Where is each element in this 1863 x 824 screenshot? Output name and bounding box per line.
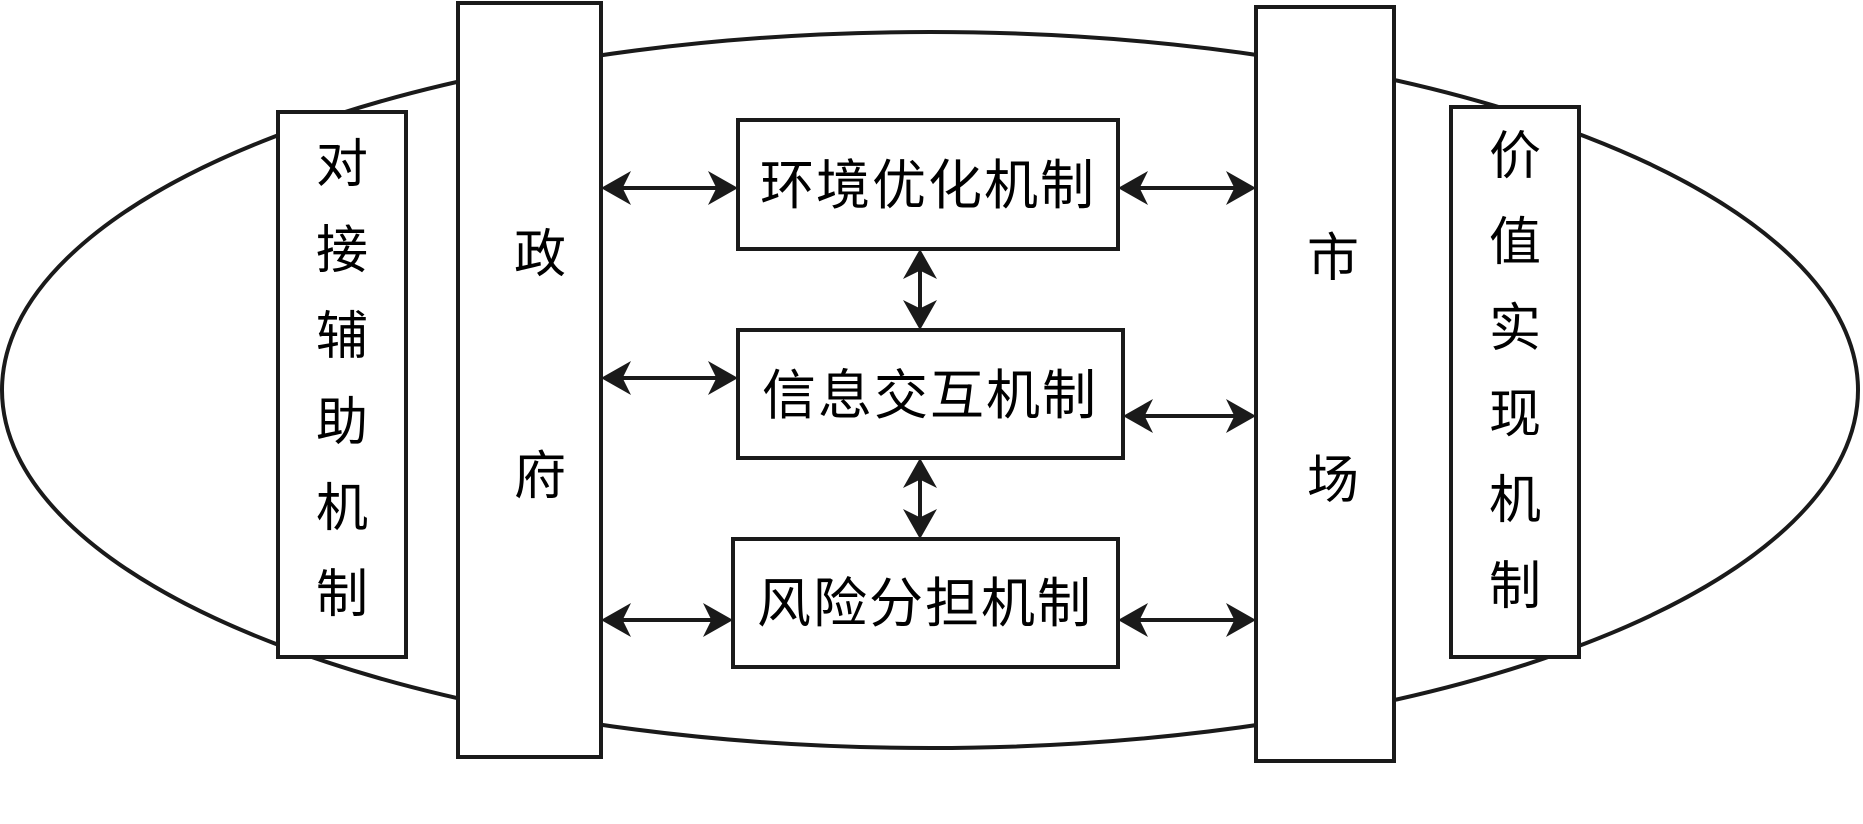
arrowhead-start bbox=[1118, 171, 1148, 205]
information-interaction-box bbox=[736, 328, 1125, 460]
market-label: 市场 bbox=[1307, 229, 1359, 511]
double-arrow-government-information bbox=[601, 361, 738, 395]
double-arrow-information-risk bbox=[903, 458, 937, 539]
arrowhead-start bbox=[601, 361, 631, 395]
arrowhead-start bbox=[1123, 399, 1153, 433]
arrowhead-end bbox=[1226, 171, 1256, 205]
environment-optimization-label: 环境优化机制 bbox=[760, 154, 1096, 217]
arrowhead-start bbox=[1118, 603, 1148, 637]
value-realization-mechanism-box bbox=[1449, 105, 1581, 659]
risk-sharing-box bbox=[731, 537, 1120, 669]
double-arrow-government-environment bbox=[601, 171, 738, 205]
double-arrow-information-market bbox=[1123, 399, 1256, 433]
arrowhead-end bbox=[1226, 603, 1256, 637]
arrowhead-end bbox=[903, 509, 937, 539]
arrowhead-start bbox=[601, 171, 631, 205]
arrowhead-end bbox=[703, 603, 733, 637]
arrowhead-start bbox=[903, 249, 937, 279]
government-pillar bbox=[456, 1, 603, 759]
double-arrow-risk-market bbox=[1118, 603, 1256, 637]
system-boundary-ellipse bbox=[0, 30, 1860, 750]
docking-assist-mechanism-label: 对接辅助机制 bbox=[316, 135, 368, 625]
docking-assist-mechanism-box bbox=[276, 110, 408, 659]
arrowhead-start bbox=[601, 603, 631, 637]
risk-sharing-label: 风险分担机制 bbox=[757, 572, 1093, 635]
arrowhead-end bbox=[708, 361, 738, 395]
environment-optimization-box bbox=[736, 118, 1120, 251]
double-arrow-government-risk bbox=[601, 603, 733, 637]
arrowhead-start bbox=[903, 458, 937, 488]
arrowhead-end bbox=[1226, 399, 1256, 433]
arrowhead-end bbox=[903, 300, 937, 330]
arrowhead-end bbox=[708, 171, 738, 205]
market-pillar bbox=[1254, 5, 1396, 763]
value-realization-mechanism-label: 价值实现机制 bbox=[1489, 127, 1541, 617]
double-arrow-environment-market bbox=[1118, 171, 1256, 205]
government-label: 政府 bbox=[514, 225, 566, 507]
information-interaction-label: 信息交互机制 bbox=[762, 364, 1098, 427]
double-arrow-environment-information bbox=[903, 249, 937, 330]
